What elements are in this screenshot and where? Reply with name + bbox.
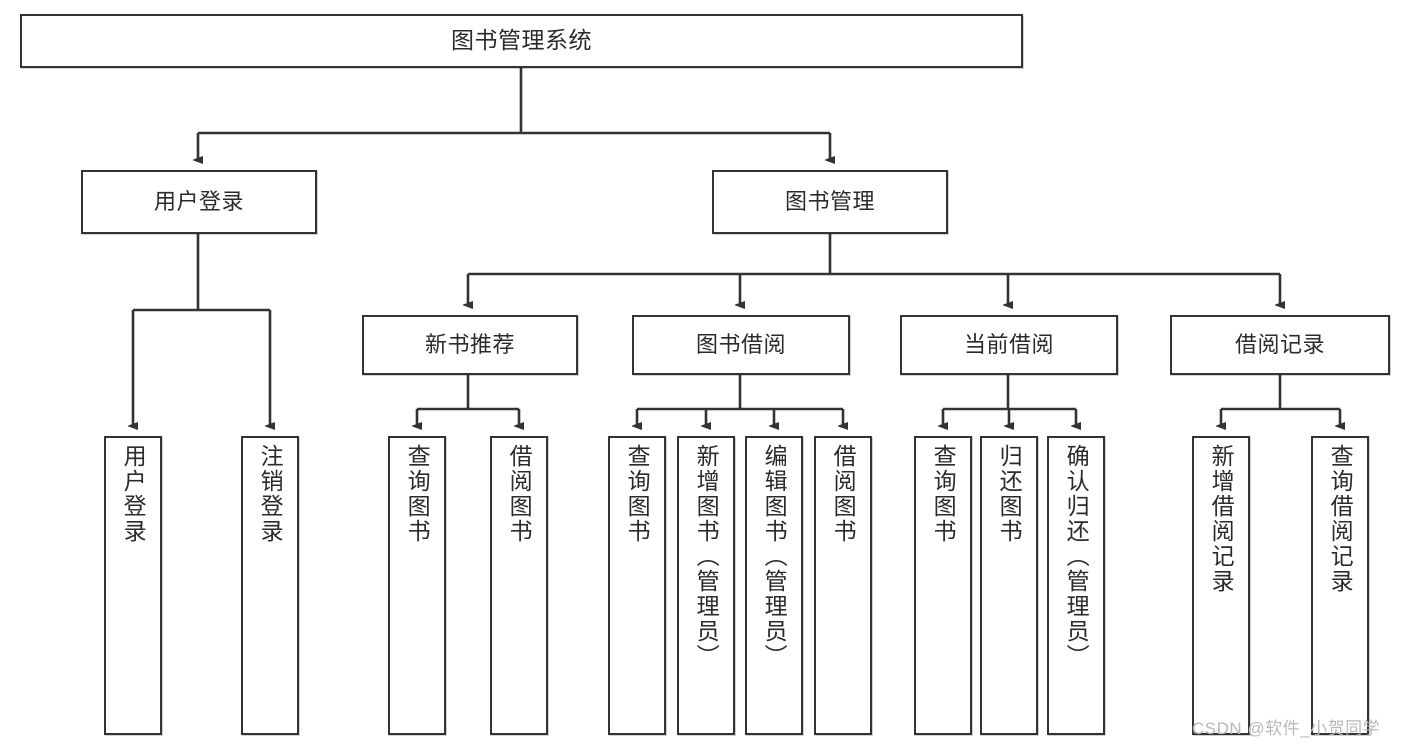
node-leaf-query-book-2-label: 查询图书 [624,444,651,544]
node-leaf-edit-book[interactable]: 编辑图书（管理员） [745,436,803,735]
node-leaf-edit-book-label: 编辑图书（管理员） [761,444,788,669]
node-leaf-borrow-book-1-label: 借阅图书 [506,444,533,544]
node-leaf-user-login[interactable]: 用户登录 [104,436,162,735]
node-leaf-add-record[interactable]: 新增借阅记录 [1192,436,1250,735]
node-leaf-add-book[interactable]: 新增图书（管理员） [677,436,735,735]
node-book-borrow-label: 图书借阅 [695,332,786,358]
node-leaf-query-book-1-label: 查询图书 [404,444,431,544]
node-book-manage-label: 图书管理 [784,189,875,215]
node-new-book-recommend[interactable]: 新书推荐 [362,315,578,375]
node-leaf-borrow-book-2-label: 借阅图书 [830,444,857,544]
node-book-manage[interactable]: 图书管理 [712,170,948,234]
node-leaf-query-book-3-label: 查询图书 [930,444,957,544]
node-user-login[interactable]: 用户登录 [81,170,317,234]
node-leaf-confirm-return[interactable]: 确认归还（管理员） [1047,436,1105,735]
node-leaf-add-record-label: 新增借阅记录 [1208,444,1235,594]
node-current-borrow-label: 当前借阅 [963,332,1054,358]
node-book-borrow[interactable]: 图书借阅 [632,315,850,375]
node-leaf-query-book-3[interactable]: 查询图书 [914,436,972,735]
node-leaf-user-login-label: 用户登录 [120,444,147,544]
node-leaf-add-book-label: 新增图书（管理员） [693,444,720,669]
node-borrow-record[interactable]: 借阅记录 [1170,315,1390,375]
node-leaf-query-record[interactable]: 查询借阅记录 [1311,436,1369,735]
node-leaf-query-book-2[interactable]: 查询图书 [608,436,666,735]
node-borrow-record-label: 借阅记录 [1234,332,1325,358]
node-leaf-borrow-book-1[interactable]: 借阅图书 [490,436,548,735]
node-leaf-return-book-label: 归还图书 [996,444,1023,544]
node-root-label: 图书管理系统 [451,27,592,54]
node-leaf-query-record-label: 查询借阅记录 [1327,444,1354,594]
csdn-watermark: CSDN @软件_小贺同学 [1192,719,1381,738]
node-root[interactable]: 图书管理系统 [20,14,1023,68]
node-leaf-return-book[interactable]: 归还图书 [980,436,1038,735]
node-leaf-confirm-return-label: 确认归还（管理员） [1063,444,1090,669]
node-leaf-query-book-1[interactable]: 查询图书 [388,436,446,735]
node-leaf-logout-login-label: 注销登录 [257,444,284,544]
node-current-borrow[interactable]: 当前借阅 [900,315,1118,375]
node-user-login-label: 用户登录 [153,189,244,215]
node-leaf-borrow-book-2[interactable]: 借阅图书 [814,436,872,735]
node-leaf-logout-login[interactable]: 注销登录 [241,436,299,735]
node-new-book-recommend-label: 新书推荐 [424,332,515,358]
